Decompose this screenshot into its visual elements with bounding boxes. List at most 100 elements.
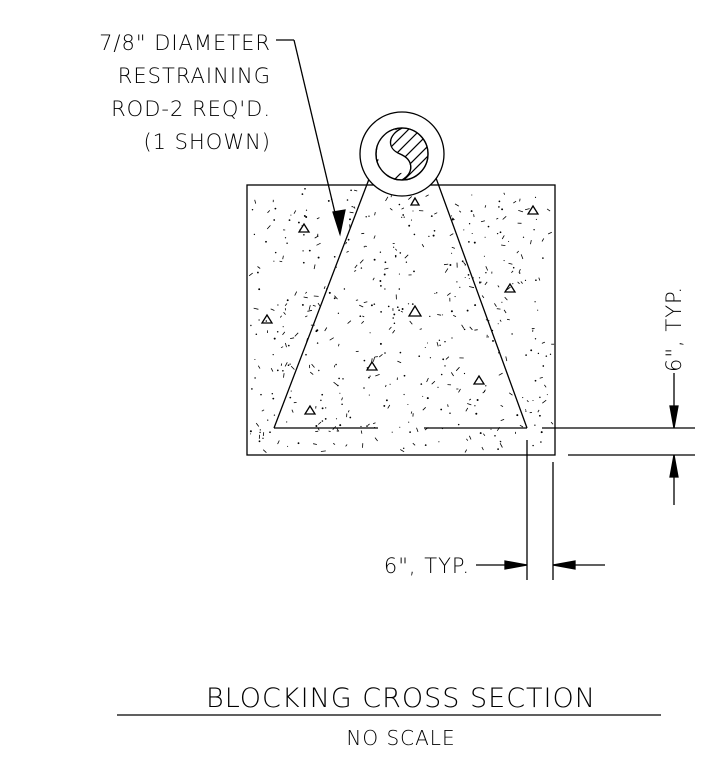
concrete-speck	[345, 241, 348, 245]
concrete-speck	[402, 447, 405, 450]
concrete-speck	[373, 303, 376, 305]
concrete-speck	[408, 421, 410, 423]
concrete-speck	[286, 299, 289, 302]
concrete-speck	[385, 384, 387, 388]
drawing-title: BLOCKING CROSS SECTION	[206, 683, 596, 714]
concrete-speck	[368, 215, 370, 217]
concrete-speck	[272, 397, 275, 400]
concrete-speck	[467, 274, 470, 276]
concrete-speck	[407, 303, 410, 305]
concrete-speck	[465, 407, 469, 412]
concrete-speck	[468, 223, 471, 225]
concrete-speck	[545, 355, 548, 357]
concrete-speck	[342, 378, 344, 380]
concrete-speck	[416, 427, 419, 433]
concrete-speck	[474, 329, 478, 331]
concrete-speck	[419, 328, 423, 330]
concrete-speck	[463, 328, 466, 331]
concrete-speck	[541, 238, 545, 242]
concrete-speck	[451, 337, 453, 339]
concrete-speck	[373, 235, 376, 239]
concrete-speck	[494, 303, 497, 307]
concrete-speck	[297, 442, 300, 445]
concrete-speck	[287, 364, 290, 367]
concrete-speck	[273, 337, 276, 340]
concrete-speck	[353, 206, 355, 209]
concrete-speck	[316, 242, 321, 246]
concrete-speck	[282, 370, 284, 372]
concrete-speck	[508, 262, 513, 265]
concrete-speck	[368, 376, 370, 379]
concrete-speck	[366, 425, 368, 427]
concrete-speck	[500, 419, 505, 421]
concrete-speck	[260, 393, 262, 396]
concrete-speck	[384, 288, 386, 290]
concrete-speck	[530, 349, 533, 352]
concrete-speck	[276, 369, 279, 372]
concrete-speck	[403, 393, 405, 396]
concrete-speck	[349, 218, 351, 221]
concrete-speck	[440, 408, 443, 411]
concrete-speck	[401, 216, 403, 218]
concrete-speck	[408, 224, 411, 227]
concrete-speck	[254, 377, 256, 379]
concrete-speck	[516, 414, 519, 417]
concrete-speck	[392, 329, 396, 334]
concrete-speck	[328, 291, 331, 294]
concrete-speck	[498, 200, 501, 203]
concrete-speck	[499, 443, 503, 448]
concrete-speck	[534, 338, 537, 340]
concrete-speck	[497, 323, 499, 325]
concrete-speck	[270, 368, 274, 372]
concrete-speck	[277, 304, 279, 306]
concrete-speck	[291, 409, 294, 413]
concrete-speck	[398, 203, 401, 206]
concrete-speck	[285, 342, 287, 348]
concrete-speck	[473, 241, 476, 244]
concrete-speck	[294, 332, 299, 337]
concrete-speck	[405, 261, 408, 263]
concrete-speck	[481, 446, 484, 451]
concrete-speck	[383, 404, 386, 407]
concrete-speck	[398, 309, 400, 312]
concrete-speck	[248, 272, 253, 277]
concrete-speck	[249, 430, 252, 433]
concrete-speck	[320, 399, 322, 402]
concrete-speck	[502, 216, 507, 220]
concrete-speck	[317, 233, 319, 237]
concrete-speck	[434, 292, 436, 294]
concrete-speck	[314, 235, 319, 239]
concrete-speck	[463, 372, 466, 375]
concrete-speck	[484, 236, 486, 238]
concrete-speck	[279, 315, 282, 318]
concrete-speck	[438, 441, 440, 443]
concrete-speck	[265, 240, 267, 243]
concrete-speck	[290, 365, 295, 370]
concrete-speck	[254, 358, 256, 361]
concrete-speck	[347, 410, 350, 413]
concrete-speck	[308, 305, 311, 310]
concrete-speck	[410, 411, 413, 414]
concrete-speck	[269, 431, 271, 434]
concrete-speck	[273, 219, 276, 221]
concrete-speck	[360, 430, 363, 434]
concrete-speck	[267, 210, 271, 214]
concrete-speck	[282, 255, 284, 260]
concrete-speck	[367, 423, 370, 426]
concrete-speck	[544, 384, 547, 388]
concrete-speck	[519, 198, 521, 202]
concrete-speck	[395, 248, 398, 251]
concrete-speck	[512, 283, 514, 285]
concrete-speck	[494, 435, 496, 437]
concrete-speck	[501, 208, 504, 211]
concrete-speck	[429, 357, 432, 359]
concrete-speck	[370, 304, 373, 307]
concrete-speck	[517, 281, 520, 285]
concrete-speck	[426, 377, 429, 383]
concrete-speck	[396, 306, 399, 309]
concrete-speck	[277, 440, 280, 445]
concrete-speck	[452, 217, 455, 221]
vertical-dimension	[542, 373, 695, 505]
concrete-speck	[546, 208, 551, 212]
concrete-speck	[520, 281, 523, 284]
